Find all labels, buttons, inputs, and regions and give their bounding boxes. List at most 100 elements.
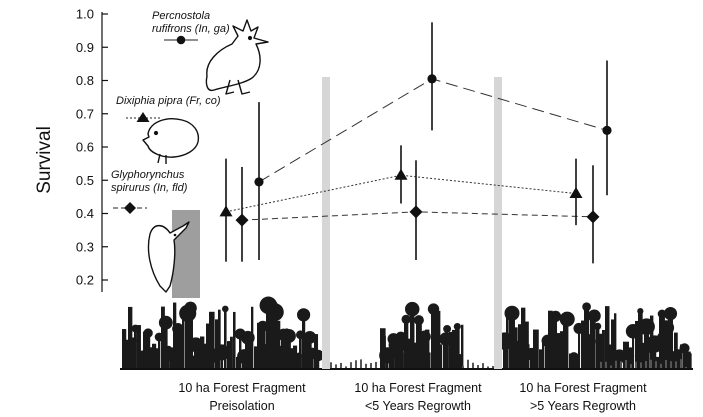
y-tick-label: 0.8 — [76, 73, 94, 88]
vegetation-grass — [685, 366, 687, 369]
vegetation-stem — [257, 322, 261, 369]
vegetation-stem — [389, 355, 394, 369]
vegetation-grass — [472, 362, 474, 369]
period-separator-2 — [494, 77, 502, 369]
vegetation-stem — [683, 348, 687, 369]
vegetation-stem — [656, 356, 660, 369]
vegetation-grass — [355, 360, 357, 369]
vegetation-stem — [245, 337, 251, 369]
legend-marker-diamond — [124, 202, 136, 214]
vegetation-stem — [542, 339, 545, 369]
vegetation-grass — [665, 360, 667, 369]
vegetation-stem — [629, 350, 633, 369]
vegetation-stem — [233, 311, 236, 369]
vegetation-grass — [645, 360, 647, 369]
vegetation-stem — [539, 349, 543, 369]
vegetation-stem — [680, 344, 683, 369]
vegetation-stem — [170, 354, 174, 369]
vegetation-stem — [554, 316, 558, 369]
vegetation-stem — [413, 342, 418, 369]
vegetation-stem — [530, 354, 534, 369]
vegetation-grass — [340, 362, 342, 369]
category-label: 10 ha Forest Fragment — [354, 381, 482, 395]
manakin-illustration — [142, 118, 200, 164]
vegetation-canopy — [401, 314, 411, 325]
vegetation-stem — [248, 341, 252, 369]
vegetation-stem — [269, 306, 273, 369]
vegetation-stem — [560, 331, 564, 369]
vegetation-stem — [587, 341, 591, 369]
vegetation-grass — [680, 359, 682, 369]
vegetation-stem — [452, 329, 457, 369]
vegetation-stem — [263, 350, 269, 369]
vegetation-stem — [443, 338, 449, 369]
vegetation-stem — [224, 308, 227, 369]
vegetation-stem — [179, 331, 183, 369]
vegetation-stem — [557, 333, 563, 369]
data-point-diamond — [409, 205, 423, 219]
vegetation-stem — [206, 323, 210, 369]
vegetation-grass — [655, 361, 657, 369]
vegetation-stem — [653, 344, 657, 369]
category-label: 10 ha Forest Fragment — [178, 381, 306, 395]
data-point-circle — [602, 125, 612, 135]
vegetation-stem — [398, 337, 404, 369]
vegetation-canopy — [582, 302, 591, 312]
vegetation-stem — [641, 350, 645, 369]
legend-marker-triangle — [136, 112, 150, 122]
vegetation-stem — [503, 341, 507, 369]
vegetation-stem — [236, 356, 241, 369]
vegetation-stem — [608, 344, 614, 369]
vegetation-stem — [677, 349, 681, 369]
vegetation-stem — [317, 355, 320, 369]
vegetation-stem — [437, 310, 441, 369]
legend-label-percnostola-line2: rufifrons (In, ga) — [152, 23, 230, 35]
vegetation-canopy — [143, 328, 153, 338]
vegetation-stem — [395, 345, 400, 369]
vegetation-canopy — [172, 323, 184, 335]
vegetation-stem — [131, 340, 137, 369]
vegetation-stem — [227, 341, 231, 369]
vegetation-stem — [188, 307, 193, 369]
vegetation-grass — [330, 362, 332, 369]
vegetation-stem — [161, 306, 165, 369]
vegetation-stem — [593, 315, 596, 369]
vegetation-stem — [251, 306, 254, 369]
vegetation-stem — [209, 311, 215, 369]
series-line-circle — [258, 78, 608, 183]
legend-label-glyphorynchus-line1: Glyphorynchus — [111, 169, 185, 181]
vegetation-stem — [551, 318, 555, 369]
vegetation-grass — [625, 360, 627, 369]
vegetation-stem — [461, 324, 464, 369]
vegetation-stem — [287, 335, 291, 369]
vegetation-stem — [449, 331, 453, 369]
vegetation-stem — [173, 302, 177, 369]
vegetation-grass — [660, 363, 662, 369]
y-tick-label: 0.7 — [76, 106, 94, 121]
vegetation-canopy — [404, 301, 420, 317]
vegetation-stem — [152, 343, 157, 369]
vegetation-grass — [492, 366, 494, 369]
vegetation-stem — [215, 319, 221, 369]
category-label: Preisolation — [209, 399, 274, 413]
vegetation-stem — [455, 326, 460, 369]
vegetation-canopy — [158, 315, 173, 330]
forest-vegetation-illustration — [122, 296, 692, 369]
vegetation-grass — [350, 362, 352, 369]
vegetation-stem — [299, 334, 302, 369]
vegetation-stem — [545, 340, 551, 369]
vegetation-grass — [670, 361, 672, 369]
vegetation-stem — [146, 333, 151, 369]
vegetation-canopy — [594, 322, 602, 330]
y-tick-label: 0.3 — [76, 239, 94, 254]
data-markers — [219, 74, 612, 227]
legend-label-dixiphia: Dixiphia pipra (Fr, co) — [116, 95, 221, 107]
vegetation-stem — [563, 316, 568, 369]
data-point-circle — [427, 74, 437, 84]
y-tick-label: 0.2 — [76, 273, 94, 288]
vegetation-grass — [630, 364, 632, 369]
vegetation-canopy — [504, 305, 520, 321]
y-tick-label: 0.4 — [76, 206, 94, 221]
vegetation-grass — [370, 362, 372, 369]
